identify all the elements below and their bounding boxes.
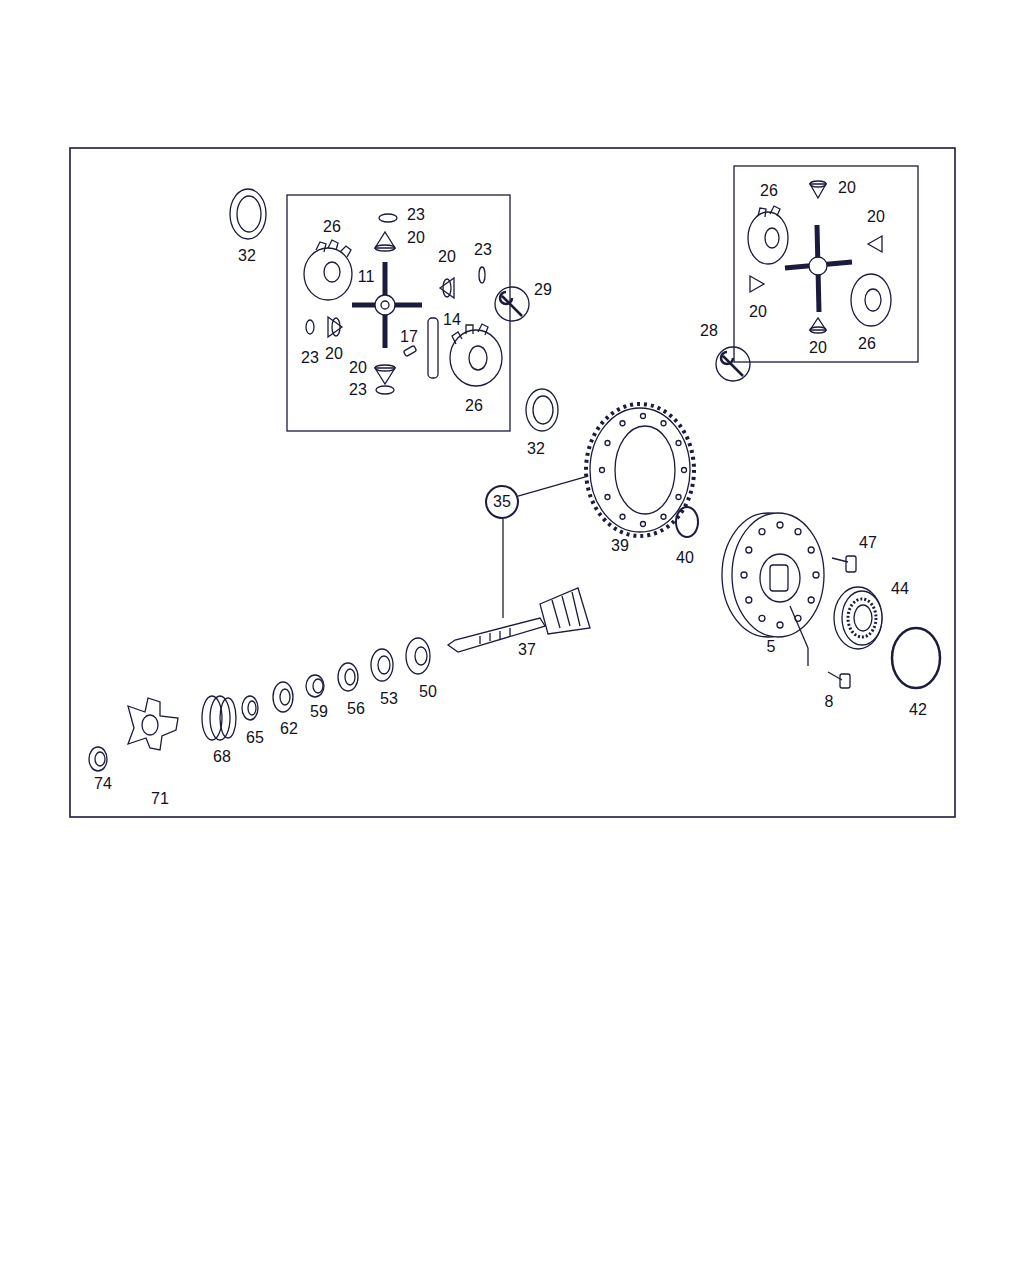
callout-number: 40 [676,550,694,566]
callout-circle: 35 [485,485,519,519]
callout-number: 42 [909,702,927,718]
callout-number: 74 [94,776,112,792]
callout-number: 56 [347,701,365,717]
bolt-hole [620,514,625,519]
callout-number: 44 [891,581,909,597]
bolt-hole [641,414,646,419]
callout-number: 37 [518,642,536,658]
callout-number: 62 [280,721,298,737]
bolt-hole [676,495,681,500]
callout-number: 68 [213,749,231,765]
leader-line [518,476,588,496]
callout-number: 23 [407,207,425,223]
bolt [832,556,856,572]
leader-line [502,519,503,618]
bolt-hole [795,529,801,535]
bolt-hole [777,522,783,528]
inset-frame [734,166,918,362]
callout-number: 20 [809,340,827,356]
callout-number: 35 [493,494,511,510]
callout-number: 20 [349,360,367,376]
callout-number: 26 [760,183,778,199]
frame [70,148,955,817]
tool-symbol [495,287,750,381]
bolt-hole [746,547,752,553]
callout-number: 14 [443,312,461,328]
seal-ring [892,628,940,688]
bolt-hole [759,615,765,621]
bolt-hole [676,441,681,446]
callout-number: 20 [325,346,343,362]
bolt-hole [641,522,646,527]
callout-number: 17 [400,329,418,345]
callout-number: 26 [465,398,483,414]
callout-number: 26 [858,336,876,352]
bolt-hole [746,597,752,603]
callout-number: 11 [358,269,375,285]
callout-number: 32 [238,248,256,264]
thrust-washer [230,189,266,239]
inset-frame [287,195,510,431]
bolt-hole [813,572,819,578]
callout-number: 20 [838,180,856,196]
bolt-hole [600,468,605,473]
bolt-hole [605,495,610,500]
callout-number: 23 [474,242,492,258]
bolt-hole [661,421,666,426]
bolt-hole [661,514,666,519]
bolt-hole [777,622,783,628]
bolt-hole [620,421,625,426]
callout-number: 47 [859,535,877,551]
callout-number: 8 [825,694,834,710]
callout-number: 23 [349,382,367,398]
callout-number: 71 [151,791,169,807]
callout-number: 5 [767,639,776,655]
bolt-hole [808,597,814,603]
bolt-hole [759,529,765,535]
shim-ring [676,507,698,537]
differential-housing [722,513,824,637]
callout-number: 29 [534,282,552,298]
bolt [828,672,850,688]
callout-number: 59 [310,704,328,720]
callout-number: 65 [246,730,264,746]
callout-number: 28 [700,323,718,339]
leader-line [790,606,808,648]
thrust-washer [526,389,558,431]
callout-number: 20 [867,209,885,225]
bolt-hole [605,441,610,446]
callout-number: 20 [749,304,767,320]
bolt-hole [741,572,747,578]
callout-number: 39 [611,538,629,554]
callout-number: 23 [301,350,319,366]
callout-number: 26 [323,219,341,235]
differential-set [748,181,891,333]
shaft-parts [89,638,430,771]
bearing [834,587,882,649]
bolt-hole [682,468,687,473]
differential-set [304,214,502,394]
callout-number: 32 [527,441,545,457]
callout-number: 20 [438,249,456,265]
callout-number: 50 [419,684,437,700]
bolt-hole [808,547,814,553]
leader-line [807,648,808,666]
callout-number: 53 [380,691,398,707]
callout-number: 20 [407,230,425,246]
